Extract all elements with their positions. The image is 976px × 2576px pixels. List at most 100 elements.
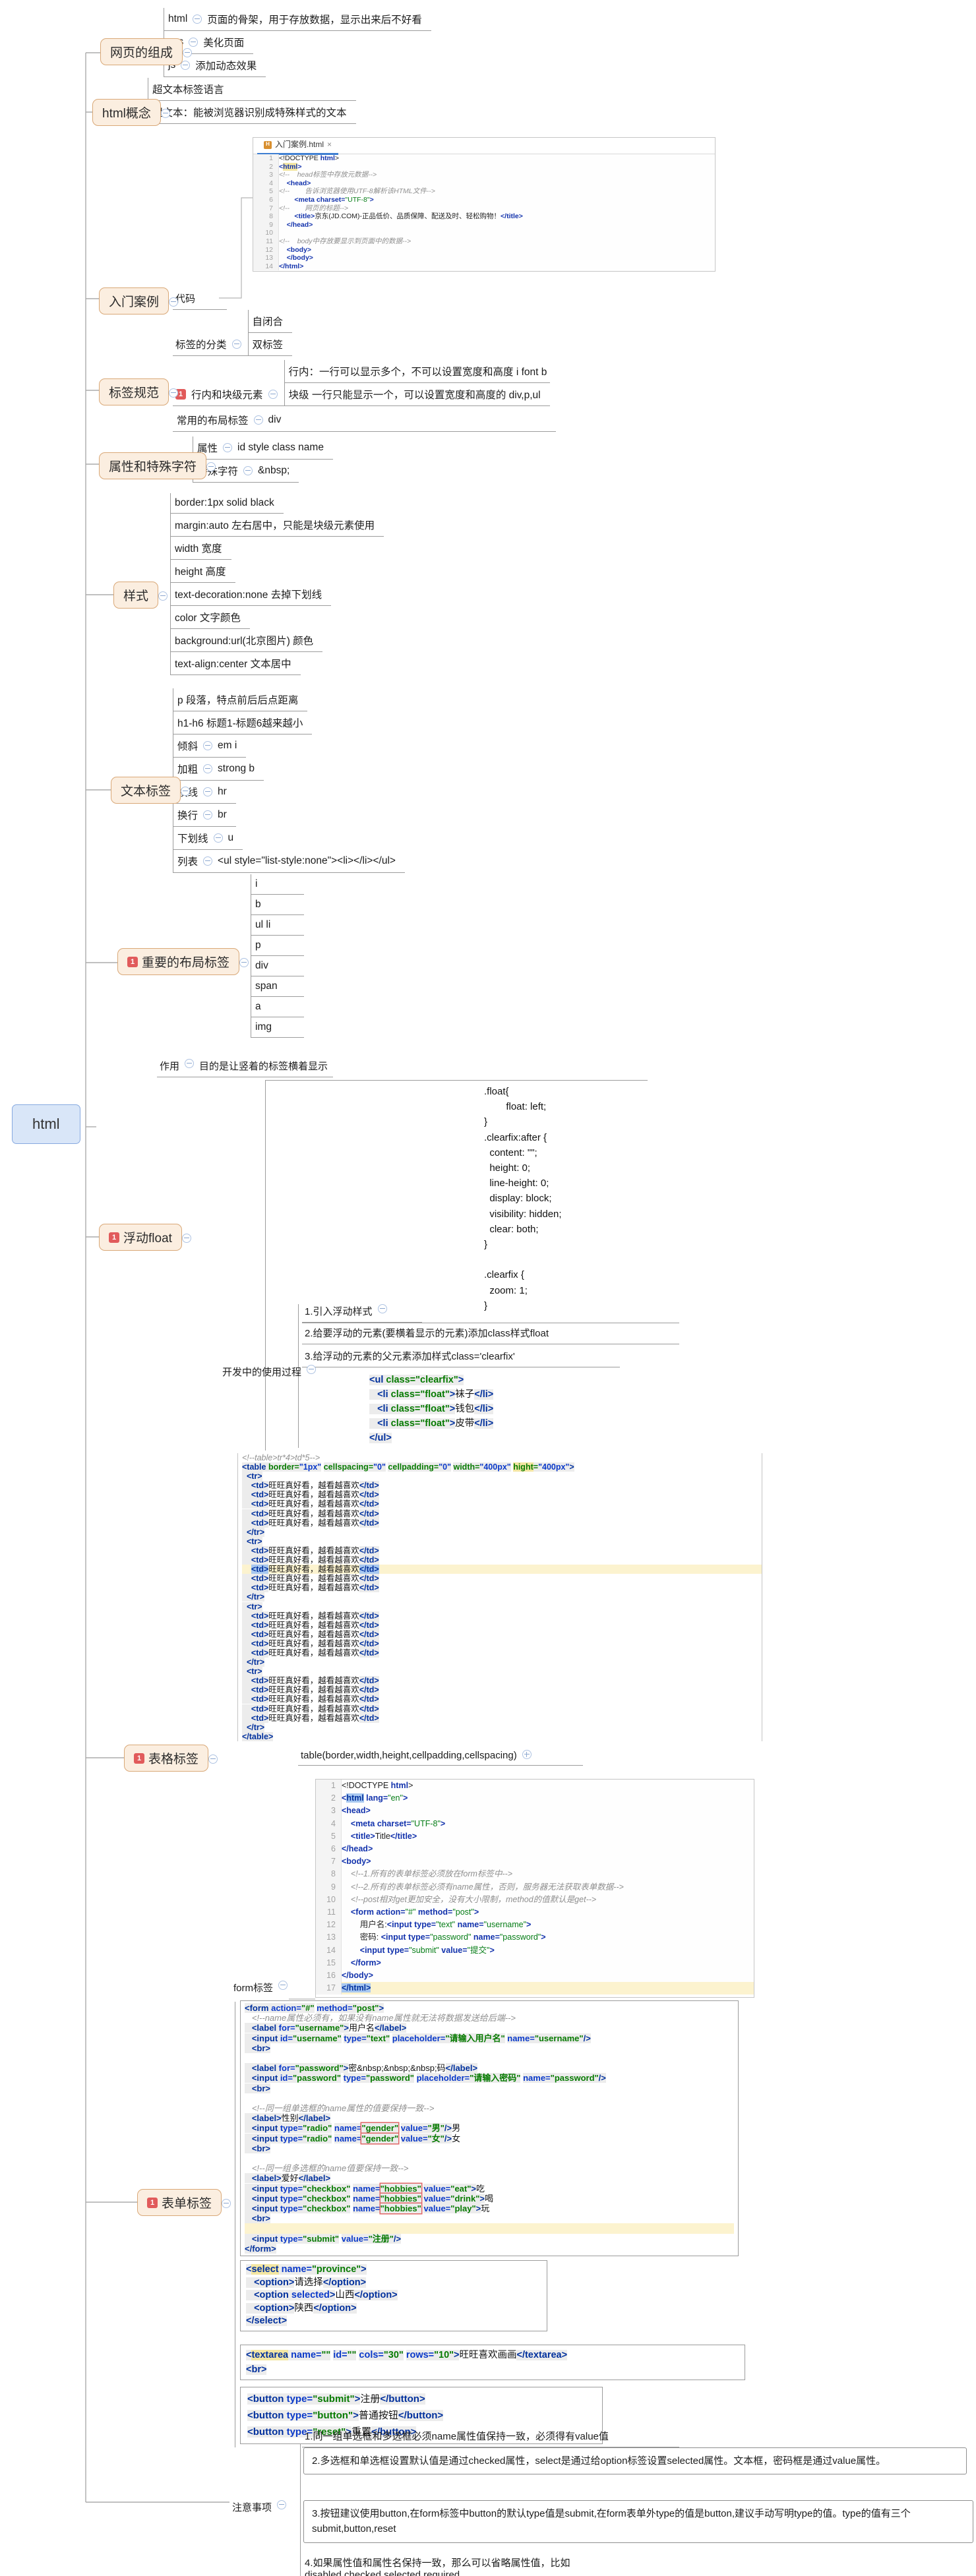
collapse-icon[interactable] [377, 1304, 387, 1313]
buttons-html-code: <button type="submit">注册</button><button… [240, 2387, 603, 2444]
note-item: 3.按钮建议使用button,在form标签中button的默认type值是su… [303, 2500, 973, 2543]
list-item: p [251, 936, 304, 956]
branch-attr[interactable]: 属性和特殊字符 [99, 452, 216, 479]
collapse-icon[interactable] [213, 833, 223, 843]
note-item: 1.同一组单选框和多选框必须name属性值保持一致，必须得有value值 [302, 2426, 679, 2447]
list-item: 超文本：能被浏览器识别成特殊样式的文本 [148, 100, 356, 124]
priority-badge: 1 [147, 2197, 158, 2208]
collapse-icon[interactable] [231, 340, 241, 349]
collapse-icon[interactable] [208, 1754, 218, 1764]
list-item: 块级 一行只能显示一个，可以设置宽度和高度的 div,p,ul [284, 382, 550, 406]
select-html-code: <select name="province"> <option>请选择</op… [240, 2260, 547, 2331]
priority-badge: 1 [134, 1752, 144, 1764]
list-item: text-decoration:none 去掉下划线 [171, 583, 332, 606]
root-node-html[interactable]: html [12, 1104, 80, 1144]
attr-children: 属性 id style class name 特殊字符 &nbsp; [193, 436, 333, 483]
collapse-icon[interactable] [277, 2500, 287, 2509]
collapse-icon[interactable] [160, 108, 170, 118]
branch-spec[interactable]: 标签规范 [99, 378, 179, 405]
branch-label: 文本标签 [121, 785, 171, 798]
collapse-icon[interactable] [223, 443, 233, 452]
branch-concept[interactable]: html概念 [92, 99, 170, 126]
collapse-icon[interactable] [268, 390, 278, 399]
branch-label: 表格标签 [148, 1752, 199, 1766]
list-item: i [251, 874, 304, 895]
list-item: ul li [251, 915, 304, 936]
collapse-icon[interactable] [203, 787, 213, 796]
float-process-label: 开发中的使用过程 [220, 1362, 321, 1383]
branch-form[interactable]: 1 表单标签 [137, 2189, 231, 2216]
spec-layout: 常用的布局标签 div [173, 409, 557, 432]
branch-intro[interactable]: 入门案例 [99, 287, 179, 315]
ide-screenshot-form: 1<!DOCTYPE html>2<html lang="en">3<head>… [315, 1779, 754, 1998]
list-item: h1-h6 标题1-标题6越来越小 [173, 711, 313, 734]
priority-badge: 1 [127, 956, 138, 967]
root-label: html [32, 1116, 60, 1132]
branch-table[interactable]: 1 表格标签 [124, 1745, 218, 1772]
float-step: 1.引入浮动样式 [302, 1302, 422, 1323]
collapse-icon[interactable] [193, 15, 202, 24]
concept-children: 超文本标签语言 超文本：能被浏览器识别成特殊样式的文本 [148, 78, 356, 124]
ide-code: 1<!DOCTYPE html>2<html>3<!-- head标签中存放元数… [253, 154, 715, 271]
collapse-icon[interactable] [158, 591, 168, 601]
collapse-icon[interactable] [169, 297, 179, 307]
collapse-icon[interactable] [243, 466, 253, 475]
collapse-icon[interactable] [189, 38, 198, 47]
list-item: html 页面的骨架，用于存放数据，显示出来后不好看 [164, 8, 431, 31]
ide-screenshot-intro: H 入门案例.html × 1<!DOCTYPE html>2<html>3<!… [253, 137, 716, 272]
collapse-icon[interactable] [185, 1059, 195, 1068]
ide-tab[interactable]: H 入门案例.html × [257, 138, 339, 155]
html-file-icon: H [264, 140, 272, 149]
list-item: 属性 id style class name [193, 436, 333, 460]
float-steps-bracket [298, 1304, 299, 1448]
collapse-icon[interactable] [181, 786, 191, 796]
close-icon[interactable]: × [327, 140, 332, 150]
notes-bracket [300, 2428, 301, 2576]
branch-composition[interactable]: 网页的组成 [100, 38, 193, 65]
collapse-icon[interactable] [169, 388, 179, 398]
collapse-icon[interactable] [239, 957, 249, 967]
list-item: height 高度 [171, 560, 235, 583]
collapse-icon[interactable] [206, 462, 216, 471]
collapse-icon[interactable] [203, 764, 213, 773]
branch-layout-tags[interactable]: 1 重要的布局标签 [117, 948, 249, 975]
form-html-code: <form action="#" method="post"> <!--name… [240, 2000, 739, 2257]
expand-icon[interactable] [522, 1750, 532, 1759]
branch-label: 标签规范 [109, 386, 160, 400]
collapse-icon[interactable] [183, 47, 193, 57]
collapse-icon[interactable] [307, 1365, 317, 1374]
intro-code-node: 代码 [173, 289, 227, 310]
collapse-icon[interactable] [253, 415, 263, 425]
collapse-icon[interactable] [203, 810, 213, 820]
list-item: background:url(北京图片) 颜色 [171, 629, 323, 652]
collapse-icon[interactable] [222, 2198, 231, 2208]
collapse-icon[interactable] [278, 1981, 288, 1990]
ide-tabbar: H 入门案例.html × [253, 138, 715, 155]
branch-notes[interactable]: 注意事项 [229, 2498, 291, 2518]
style-children: border:1px solid black margin:auto 左右居中，… [170, 493, 384, 675]
collapse-icon[interactable] [181, 61, 191, 70]
branch-style[interactable]: 样式 [113, 582, 168, 609]
list-item: 列表<ul style="list-style:none"><li></li><… [173, 850, 405, 873]
collapse-icon[interactable] [203, 741, 213, 750]
branch-label: 重要的布局标签 [142, 956, 230, 970]
branch-label: 属性和特殊字符 [109, 460, 197, 474]
list-item: color 文字颜色 [171, 606, 250, 629]
branch-text-tags[interactable]: 文本标签 [111, 777, 191, 804]
list-item: img [251, 1017, 304, 1038]
table-html-code: <!--table>tr*4>td*5--><table border="1px… [237, 1453, 762, 1741]
branch-label: 入门案例 [109, 295, 160, 309]
branch-float[interactable]: 1 浮动float [99, 1224, 191, 1251]
float-bracket-top [265, 1080, 648, 1081]
float-step: 2.给要浮动的元素(要横着显示的元素)添加class样式float [302, 1323, 679, 1344]
list-item: 双标签 [248, 332, 293, 356]
collapse-icon[interactable] [181, 1233, 191, 1243]
form-tag-node: form标签 [231, 1978, 305, 1998]
spec-children: 标签的分类 自闭合 双标签 1 行内和块级元素 行内：一行可以显示多个，不可以 [173, 310, 557, 432]
collapse-icon[interactable] [203, 856, 213, 866]
